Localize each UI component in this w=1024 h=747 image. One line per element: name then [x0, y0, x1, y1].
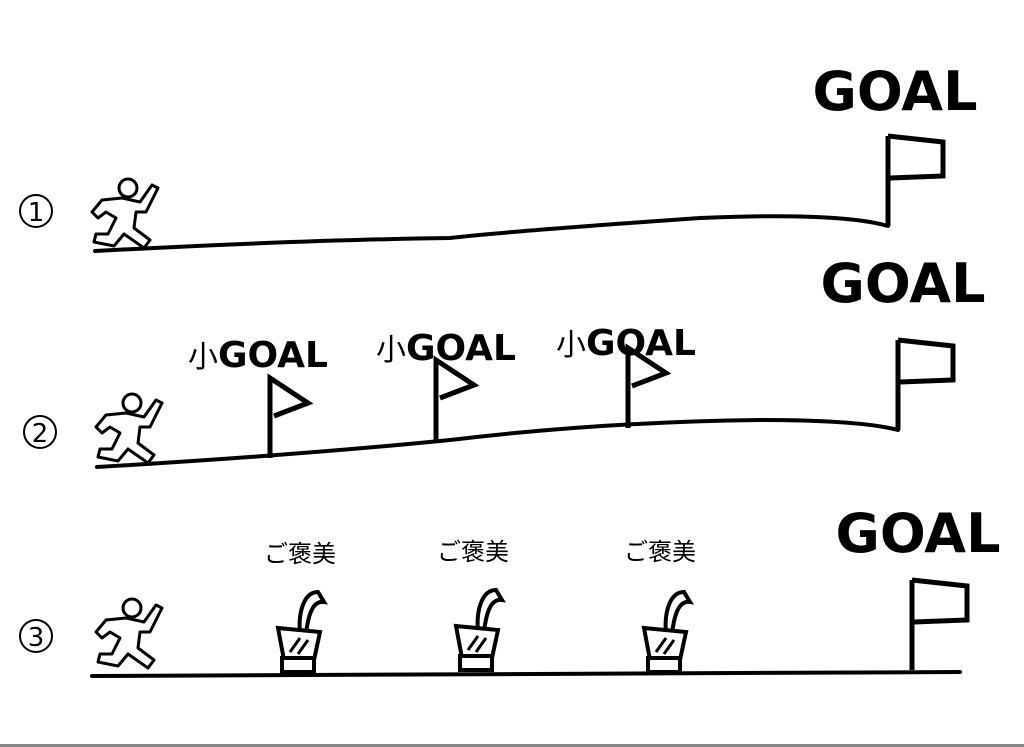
row-3: 3 GOAL ご褒美 ご褒美 ご褒美 — [19, 502, 1001, 678]
row-1: 1 GOAL — [19, 60, 978, 253]
reward-label: ご褒美 — [624, 538, 696, 566]
row-number: 2 — [32, 419, 49, 449]
runner-icon — [94, 597, 164, 670]
row-2: 2 GOAL 小GOAL 小GOAL 小GOAL — [23, 252, 986, 469]
goal-flag-icon — [888, 136, 943, 226]
goal-label: GOAL — [813, 60, 978, 123]
checkpoint-label: 小GOAL — [376, 328, 516, 369]
reward-dessert-icon — [454, 588, 504, 672]
reward-label: ご褒美 — [437, 538, 509, 566]
checkpoint-flag-icon — [270, 378, 308, 458]
reward-label: ご褒美 — [264, 540, 336, 568]
path-line — [95, 417, 900, 469]
goal-flag-icon — [912, 580, 967, 670]
goal-flag-icon — [898, 340, 953, 430]
row-number-badge — [19, 619, 53, 653]
runner-icon — [90, 177, 160, 250]
path-line — [93, 214, 890, 253]
row-number-badge — [19, 194, 53, 228]
reward-dessert-icon — [276, 590, 326, 674]
bottom-divider — [0, 744, 1024, 747]
goal-label: GOAL — [821, 252, 986, 315]
row-number-badge — [23, 415, 57, 449]
row-number: 3 — [28, 623, 45, 653]
checkpoint-label: 小GOAL — [556, 323, 696, 364]
path-line — [90, 670, 962, 678]
row-number: 1 — [28, 198, 45, 228]
checkpoint-flag-icon — [436, 360, 474, 440]
runner-icon — [94, 392, 164, 465]
checkpoint-label: 小GOAL — [188, 335, 328, 376]
goal-label: GOAL — [836, 502, 1001, 565]
reward-dessert-icon — [642, 590, 692, 674]
